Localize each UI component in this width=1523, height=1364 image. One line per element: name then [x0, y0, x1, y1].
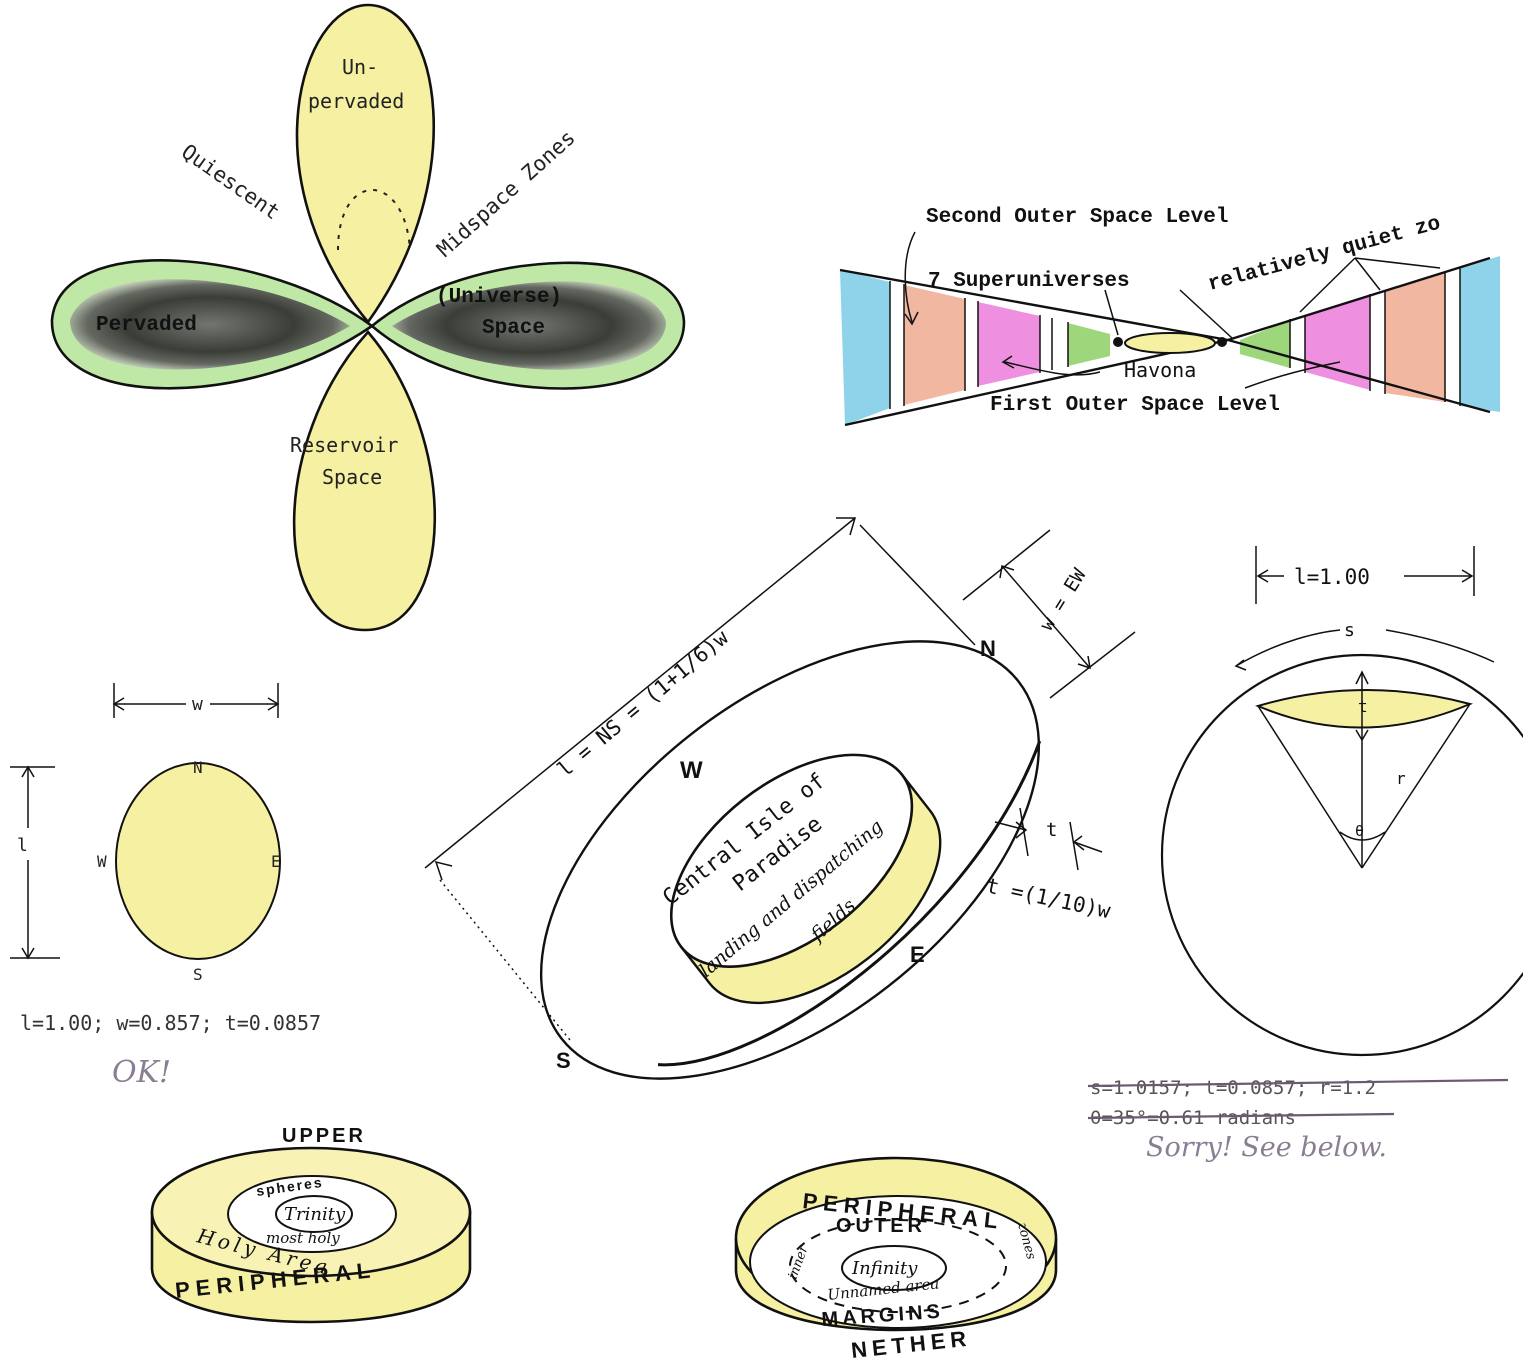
left-blue-band	[840, 270, 890, 425]
paradise-top-ellipse	[115, 762, 281, 960]
space-levels-diagram: Un- pervaded Quiescent Midspace Zones Pe…	[50, 3, 686, 632]
upper-label: UPPER	[282, 1125, 366, 1147]
left-salmon-band	[904, 285, 965, 405]
large-circle	[1160, 653, 1523, 1057]
circle-t-label: t	[1358, 697, 1368, 716]
upper-paradise-disk: UPPER spheres Trinity most holy Holy Are…	[150, 1125, 472, 1324]
small-l-label: l	[17, 835, 28, 856]
universe-label-2: Space	[482, 317, 545, 340]
paradise-main-diagram: Central Isle of Paradise landing and dis…	[424, 517, 1136, 1080]
universe-label-1: (Universe)	[436, 286, 562, 309]
main-north-label: N	[980, 636, 996, 661]
left-green-band	[1068, 323, 1110, 366]
nether-paradise-disk: PERIPHERAL OUTER Infinity Unnamed area i…	[734, 1156, 1058, 1363]
quiescent-label: Quiescent	[177, 139, 284, 224]
small-west-label: W	[97, 852, 107, 871]
superuniverse-cross-section: Second Outer Space Level relatively quie…	[839, 206, 1500, 427]
havona-label: Havona	[1124, 358, 1196, 382]
ew-label: w = EW	[1036, 564, 1091, 634]
pervaded-label: Pervaded	[96, 314, 197, 337]
second-outer-space-label: Second Outer Space Level	[926, 206, 1228, 229]
unpervaded-lobe	[295, 3, 435, 325]
nether-infinity-label: Infinity	[851, 1258, 918, 1279]
right-salmon-band	[1385, 272, 1445, 402]
first-outer-space-label: First Outer Space Level	[990, 394, 1280, 417]
midspace-zones-label: Midspace Zones	[432, 125, 580, 261]
t-formula-label: t =(1/10)w	[984, 873, 1113, 923]
pervaded-lobe-dark	[70, 279, 350, 370]
nether-outer-label: OUTER	[836, 1215, 926, 1237]
havona-ellipse	[1124, 332, 1216, 354]
reservoir-lobe	[292, 330, 437, 632]
small-dimensions-text: l=1.00; w=0.857; t=0.0857	[20, 1011, 321, 1035]
nether-label: NETHER	[850, 1326, 972, 1363]
struck-values-1: s=1.0157; t=0.0857; r=1.2	[1090, 1077, 1376, 1099]
circle-s-label: s	[1344, 620, 1355, 641]
trinity-label: Trinity	[284, 1204, 346, 1225]
main-east-label: E	[910, 942, 925, 967]
circle-l-label: l=1.00	[1294, 565, 1370, 589]
isle-disk-top	[669, 753, 914, 968]
small-north-label: N	[193, 758, 203, 777]
main-south-label: S	[556, 1048, 571, 1073]
circle-theta-label: θ	[1355, 822, 1364, 840]
main-west-label: W	[680, 757, 703, 784]
right-blue-band	[1460, 256, 1500, 412]
paradise-top-view: w l N W E S l=1.00; w=0.857; t=0.0857 OK…	[10, 683, 321, 1090]
most-holy-label: most holy	[266, 1229, 340, 1247]
main-t-label: t	[1046, 819, 1057, 841]
unpervaded-label-1: Un-	[342, 55, 378, 79]
reservoir-label-1: Reservoir	[290, 433, 398, 457]
right-green-band	[1240, 320, 1290, 368]
left-pink-band	[978, 302, 1040, 386]
circle-r-label: r	[1396, 769, 1406, 788]
reservoir-label-2: Space	[322, 465, 382, 489]
ok-note: OK!	[112, 1055, 171, 1090]
sorry-note: Sorry! See below.	[1146, 1132, 1387, 1163]
small-east-label: E	[271, 852, 281, 871]
struck-values-2: θ=35°=0.61 radians	[1090, 1107, 1296, 1129]
circle-segment-diagram: l=1.00 s t r θ s=1.0157; t=0.0857; r=1.2…	[1087, 546, 1523, 1163]
small-south-label: S	[193, 965, 203, 984]
seven-superuniverses-label: 7 Superuniverses	[928, 270, 1130, 293]
unpervaded-label-2: pervaded	[308, 89, 404, 113]
universe-lobe-dark	[392, 281, 666, 370]
small-w-label: w	[192, 694, 203, 715]
